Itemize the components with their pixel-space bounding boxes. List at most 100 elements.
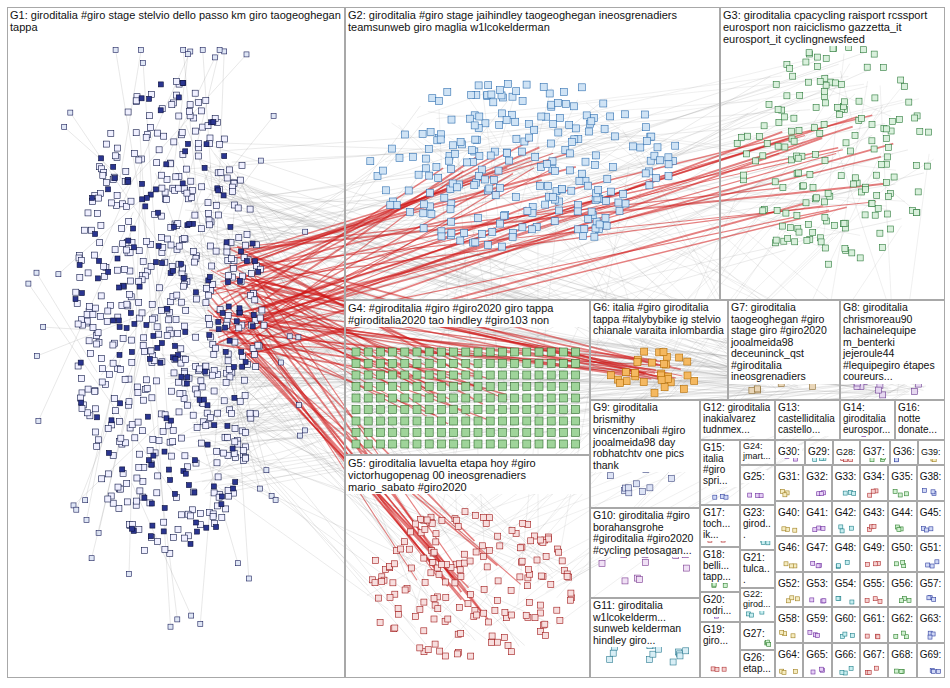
group-label: G16: notte donate... — [896, 401, 944, 436]
group-label: G64: — [776, 648, 802, 661]
group-label: G38: — [918, 470, 944, 483]
group-label: G46: — [776, 541, 802, 554]
group-label: G3: giroditalia cpacycling raisport rcss… — [721, 8, 944, 46]
group-label: G67: — [861, 648, 887, 661]
group-box: G40: — [775, 501, 803, 537]
group-label: G65: — [804, 648, 830, 661]
group-box: G59: — [803, 607, 831, 643]
group-box: G8: giroditalia chrismoreau90 lachainele… — [840, 300, 945, 400]
group-label: G37: — [861, 445, 887, 458]
group-label: G8: giroditalia chrismoreau90 lachainele… — [841, 301, 944, 384]
group-label: G20: rodri... — [701, 593, 739, 617]
group-label: G33: — [833, 470, 859, 483]
group-label: G9: giroditalia brismithy vincenzonibali… — [591, 401, 699, 472]
group-box: G18: belli... tapp... — [700, 547, 740, 592]
group-box: G9: giroditalia brismithy vincenzonibali… — [590, 400, 700, 508]
group-label: G4: #giroditalia #giro #giro2020 giro ta… — [346, 301, 589, 327]
group-label: G53: — [804, 577, 830, 590]
group-label: G21: tulca... — [741, 551, 774, 586]
group-box: G12: giroditalia inakialvarez tudnmex... — [700, 400, 775, 440]
group-box: G30: — [775, 440, 805, 465]
group-label: G12: giroditalia inakialvarez tudnmex... — [701, 401, 774, 436]
group-box: G56: — [888, 572, 916, 608]
group-box: G16: notte donate... — [895, 400, 945, 440]
group-label: G41: — [804, 506, 830, 519]
group-box: G4: #giroditalia #giro #giro2020 giro ta… — [345, 300, 590, 455]
group-box: G19: giro... — [700, 622, 740, 678]
group-box: G22: girod... — [740, 588, 775, 622]
group-label: G19: giro... — [701, 623, 739, 647]
group-box: G13: castelliditalia castello... — [775, 400, 840, 440]
group-box: G65: — [803, 643, 831, 679]
group-box: G38: — [917, 465, 945, 501]
group-box: G47: — [803, 536, 831, 572]
group-box: G66: — [832, 643, 860, 679]
group-box: G43: — [860, 501, 888, 537]
group-box: G20: rodri... — [700, 592, 740, 622]
group-label: G62: — [889, 612, 915, 625]
group-box: G48: — [832, 536, 860, 572]
group-label: G58: — [776, 612, 802, 625]
group-box: G35: — [888, 465, 916, 501]
group-label: G26: etap... — [741, 651, 774, 675]
group-label: G63: — [918, 612, 944, 625]
group-label: G32: — [804, 470, 830, 483]
group-label: G13: castelliditalia castello... — [776, 401, 839, 436]
group-label: G39: — [919, 447, 943, 459]
group-label: G56: — [889, 577, 915, 590]
group-box: G42: — [832, 501, 860, 537]
group-box: G26: etap... — [740, 650, 775, 678]
group-box: G44: — [888, 501, 916, 537]
group-label: G31: — [776, 470, 802, 483]
group-label: G2: giroditalia #giro stage jaihindley t… — [346, 8, 719, 34]
group-box: G7: giroditalia taogeoghegan #giro stage… — [728, 300, 840, 400]
group-box: G49: — [860, 536, 888, 572]
group-label: G35: — [889, 470, 915, 483]
group-label: G69: — [918, 648, 944, 661]
group-label: G47: — [804, 541, 830, 554]
group-label: G45: — [918, 506, 944, 519]
group-box: G34: — [860, 465, 888, 501]
group-label: G52: — [776, 577, 802, 590]
group-box: G69: — [917, 643, 945, 679]
group-label: G1: giroditalia #giro stage stelvio dell… — [8, 8, 344, 34]
group-label: G15: italia #giro spri... — [701, 441, 739, 487]
group-box: G27: — [740, 622, 775, 650]
group-box: G10: giroditalia #giro borahansgrohe #gi… — [590, 508, 700, 598]
group-box: G29: — [805, 440, 833, 465]
group-box: G50: — [888, 536, 916, 572]
group-label: G14: giroditalia eurospor... — [841, 401, 894, 436]
group-box: G68: — [888, 643, 916, 679]
group-box: G54: — [832, 572, 860, 608]
group-label: G10: giroditalia #giro borahansgrohe #gi… — [591, 509, 699, 557]
group-label: G40: — [776, 506, 802, 519]
group-label: G7: giroditalia taogeoghegan #giro stage… — [729, 301, 839, 384]
group-label: G17: toch... ik... — [701, 506, 739, 541]
group-label: G34: — [861, 470, 887, 483]
group-label: G29: — [806, 445, 832, 458]
group-box: G64: — [775, 643, 803, 679]
group-label: G43: — [861, 506, 887, 519]
group-box: G51: — [917, 536, 945, 572]
group-label: G11: giroditalia w1lcokelderm... sunweb … — [591, 599, 699, 647]
group-label: G68: — [889, 648, 915, 661]
group-label: G25: — [741, 470, 767, 483]
group-box: G5: giroditalia lavuelta etapa hoy #giro… — [345, 455, 590, 678]
group-box: G55: — [860, 572, 888, 608]
group-label: G54: — [833, 577, 859, 590]
group-label: G24: jmart... — [741, 441, 774, 463]
group-box: G6: italia #giro giroditalia tappa #ital… — [590, 300, 728, 400]
group-label: G50: — [889, 541, 915, 554]
group-label: G27: — [741, 627, 767, 640]
group-box: G41: — [803, 501, 831, 537]
group-label: G36: — [891, 445, 917, 458]
group-box: G46: — [775, 536, 803, 572]
group-box: G2: giroditalia #giro stage jaihindley t… — [345, 7, 720, 300]
group-box: G33: — [832, 465, 860, 501]
group-label: G48: — [833, 541, 859, 554]
group-box: G17: toch... ik... — [700, 505, 740, 547]
group-box: G28: — [833, 440, 860, 465]
group-box: G14: giroditalia eurospor... — [840, 400, 895, 440]
group-box: G1: giroditalia #giro stage stelvio dell… — [7, 7, 345, 678]
group-box: G3: giroditalia cpacycling raisport rcss… — [720, 7, 945, 300]
